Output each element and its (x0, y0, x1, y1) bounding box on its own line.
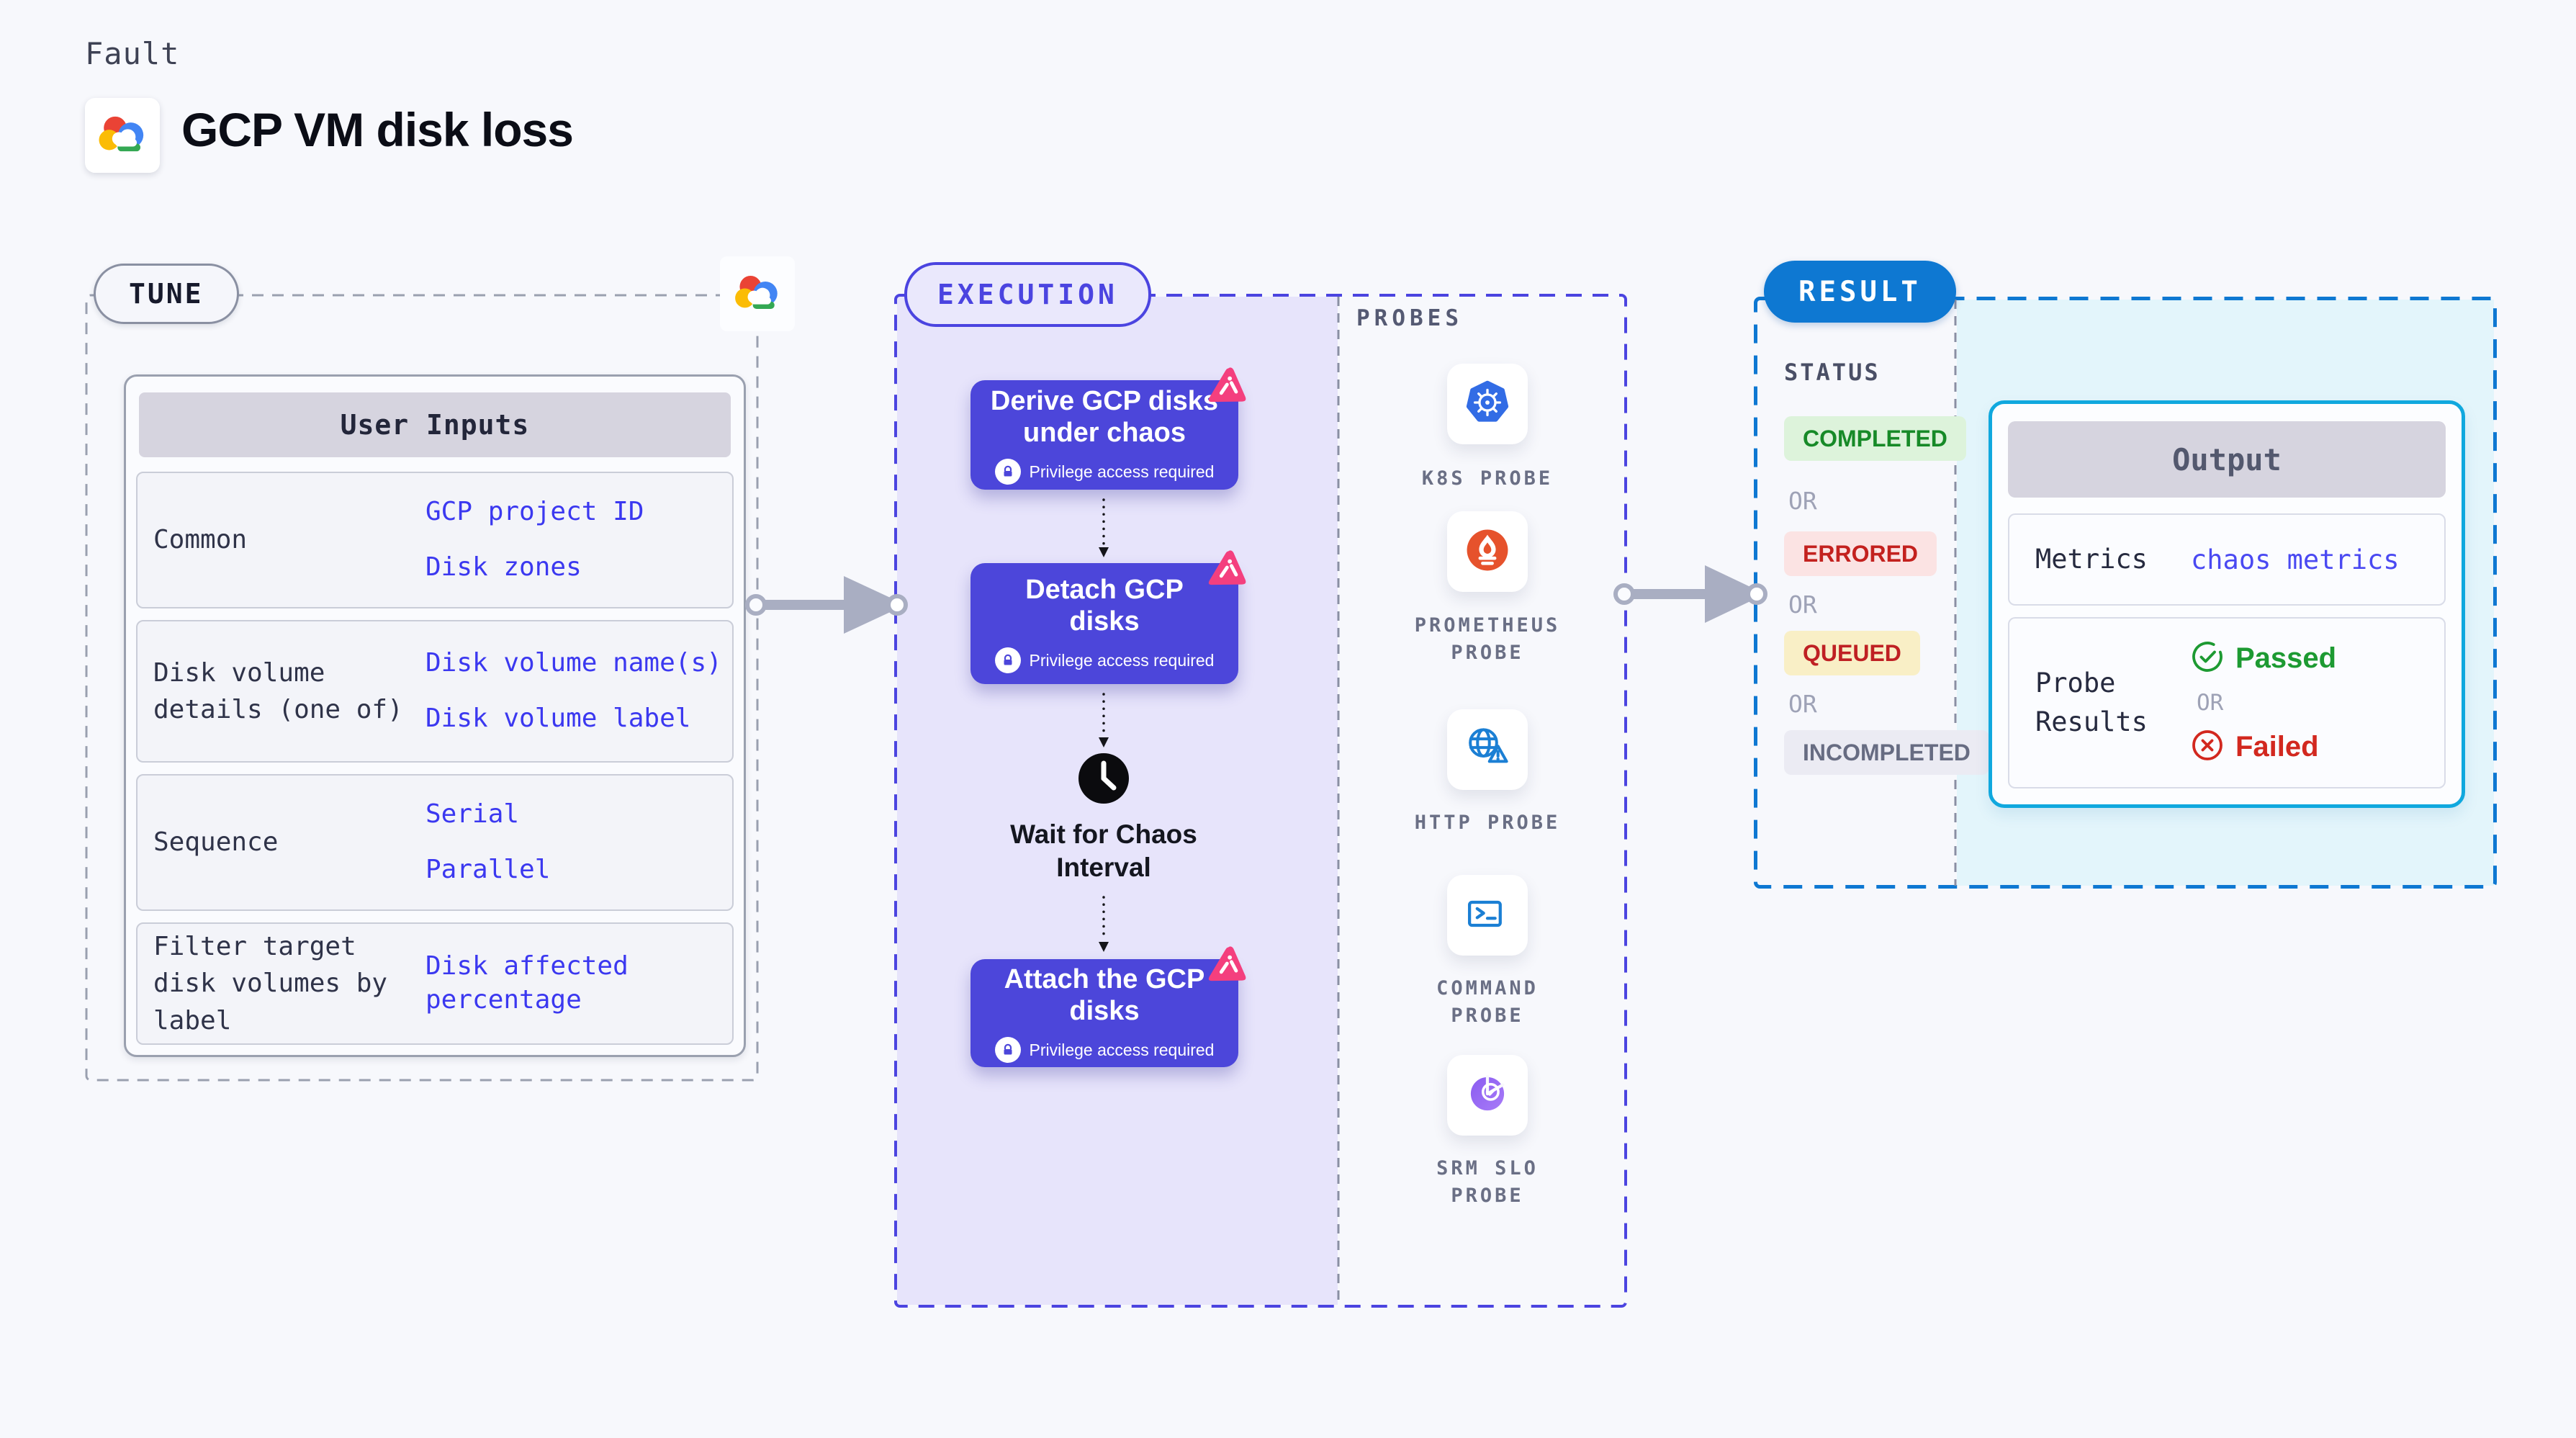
probes-separator-line (1337, 297, 1340, 1305)
gcp-logo-small-card (720, 256, 795, 331)
output-header: Output (2008, 421, 2446, 498)
result-dashed-box (1754, 297, 2497, 889)
row-label: Filter target disk volumes by label (153, 932, 388, 1035)
result-separator-line (1954, 300, 1957, 886)
status-column-label: STATUS (1784, 359, 1881, 386)
or-separator: OR (1788, 487, 1817, 515)
probe-label-k8s: K8S PROBE (1421, 467, 1554, 490)
lock-icon (994, 647, 1021, 674)
row-label: Disk volume details (one of) (153, 657, 403, 724)
or-separator: OR (1788, 590, 1817, 619)
step-derive-gcp-disks[interactable]: Derive GCP disks under chaos Privilege a… (970, 367, 1246, 490)
prometheus-probe-card[interactable] (1447, 511, 1528, 592)
http-probe-card[interactable] (1447, 709, 1528, 790)
failed-cross-icon (2191, 729, 2224, 765)
row-value: Disk volume label (425, 704, 691, 733)
chaos-pinwheel-icon (1203, 545, 1252, 594)
k8s-probe-card[interactable] (1447, 364, 1528, 444)
row-label: Sequence (153, 827, 279, 858)
kubernetes-icon (1464, 379, 1511, 430)
privilege-note: Privilege access required (1029, 462, 1215, 481)
page-title: GCP VM disk loss (181, 103, 574, 156)
step-detach-gcp-disks[interactable]: Detach GCP disks Privilege access requir… (970, 550, 1246, 684)
privilege-note: Privilege access required (1029, 650, 1215, 670)
tune-dashed-box (85, 294, 759, 1082)
user-input-row-disk-volume: Disk volume details (one of) Disk volume… (136, 620, 734, 763)
status-badge-errored: ERRORED (1784, 531, 1937, 576)
tune-to-execution-arrow (745, 576, 908, 634)
execution-section-badge: EXECUTION (904, 262, 1151, 327)
output-card: Output Metrics chaos metrics Probe Resul… (1989, 400, 2465, 808)
user-inputs-header: User Inputs (139, 392, 731, 457)
user-input-row-filter: Filter target disk volumes by label Disk… (136, 922, 734, 1045)
or-separator: OR (1788, 690, 1817, 718)
chaos-pinwheel-icon (1203, 941, 1252, 990)
tune-section-badge: TUNE (94, 264, 239, 324)
step-attach-gcp-disks[interactable]: Attach the GCP disks Privilege access re… (970, 946, 1246, 1067)
flow-arrow-down (1099, 693, 1109, 747)
slo-pie-check-icon (1464, 1071, 1510, 1120)
probe-label-command: COMMAND PROBE (1436, 977, 1539, 1027)
step-title: Derive GCP disks under chaos (990, 385, 1219, 448)
output-metrics-row: Metrics chaos metrics (2008, 513, 2446, 606)
prometheus-icon (1464, 527, 1510, 577)
user-inputs-card: User Inputs Common GCP project ID Disk z… (124, 374, 746, 1057)
metrics-value: chaos metrics (2191, 544, 2400, 575)
lock-icon (994, 1037, 1021, 1064)
execution-dashed-box (894, 294, 1627, 1308)
status-badge-completed: COMPLETED (1784, 416, 1966, 461)
row-label: Common (153, 525, 248, 555)
probe-results-label: Probe Results (2035, 668, 2148, 737)
row-value: Disk zones (425, 552, 582, 582)
probes-column-label: PROBES (1356, 305, 1463, 331)
or-separator: OR (2197, 690, 2224, 716)
lock-icon (994, 459, 1021, 485)
passed-check-icon (2191, 640, 2224, 677)
wait-step-label: Wait for Chaos Interval (1010, 819, 1197, 883)
gcp-logo-card (85, 98, 160, 173)
row-value: Parallel (425, 855, 551, 884)
gcp-cloud-icon (94, 112, 151, 160)
user-input-row-common: Common GCP project ID Disk zones (136, 472, 734, 608)
gcp-cloud-icon-small (730, 271, 785, 317)
terminal-icon (1464, 891, 1510, 940)
row-value: GCP project ID (425, 497, 644, 527)
output-probe-results-row: Probe Results Passed OR (2008, 617, 2446, 788)
execution-to-result-arrow (1613, 565, 1767, 623)
privilege-note: Privilege access required (1029, 1040, 1215, 1059)
row-value: Serial (425, 799, 520, 830)
flow-arrow-down (1099, 896, 1109, 952)
user-input-row-sequence: Sequence Serial Parallel (136, 774, 734, 911)
globe-warning-icon (1464, 724, 1511, 776)
result-section-badge: RESULT (1764, 261, 1956, 323)
failed-label: Failed (2235, 731, 2319, 763)
status-badge-incompleted: INCOMPLETED (1784, 730, 1989, 775)
step-title: Detach GCP disks (1025, 574, 1184, 637)
row-value: Disk volume name(s) (425, 648, 722, 678)
probe-label-prometheus: PROMETHEUS PROBE (1414, 614, 1561, 664)
passed-label: Passed (2235, 642, 2337, 674)
flow-arrow-down (1099, 498, 1109, 557)
chaos-pinwheel-icon (1203, 362, 1252, 411)
srm-slo-probe-card[interactable] (1447, 1055, 1528, 1136)
probe-label-http: HTTP PROBE (1414, 812, 1561, 834)
step-title: Attach the GCP disks (1004, 963, 1205, 1026)
fault-eyebrow: Fault (85, 36, 180, 71)
clock-icon (1077, 752, 1130, 809)
status-badge-queued: QUEUED (1784, 631, 1920, 675)
row-value: Disk affected percentage (425, 951, 629, 1015)
metrics-label: Metrics (2035, 544, 2148, 575)
command-probe-card[interactable] (1447, 875, 1528, 956)
probe-label-srm-slo: SRM SLO PROBE (1436, 1157, 1539, 1207)
